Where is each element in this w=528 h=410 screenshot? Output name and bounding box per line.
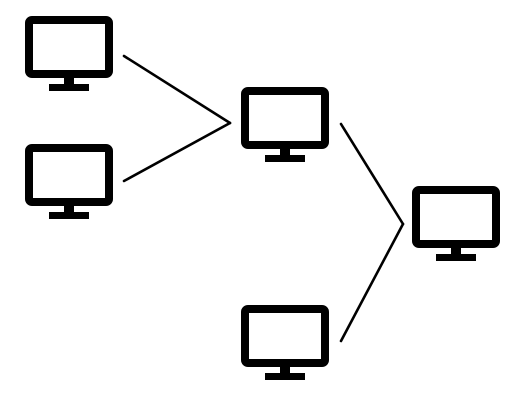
connection-line-monitor-d-monitor-e <box>339 222 405 343</box>
monitor-base <box>436 254 476 261</box>
connection-line-monitor-a-monitor-c <box>122 54 232 125</box>
monitor-icon <box>412 186 500 261</box>
monitor-neck <box>64 206 74 212</box>
monitor-base <box>265 373 305 380</box>
monitor-screen <box>241 305 329 367</box>
monitor-icon <box>25 144 113 219</box>
monitor-icon <box>25 16 113 91</box>
monitor-screen <box>241 87 329 149</box>
monitor-base <box>265 155 305 162</box>
monitor-screen <box>25 144 113 206</box>
monitor-neck <box>280 367 290 373</box>
monitor-neck <box>64 78 74 84</box>
monitor-icon <box>241 87 329 162</box>
monitor-neck <box>280 149 290 155</box>
monitor-neck <box>451 248 461 254</box>
monitor-icon <box>241 305 329 380</box>
monitor-base <box>49 84 89 91</box>
connection-lines <box>122 54 405 343</box>
connection-line-monitor-c-monitor-e <box>339 122 405 226</box>
monitor-screen <box>25 16 113 78</box>
monitor-nodes <box>25 16 500 380</box>
connection-line-monitor-b-monitor-c <box>122 121 232 183</box>
monitor-screen <box>412 186 500 248</box>
monitor-base <box>49 212 89 219</box>
